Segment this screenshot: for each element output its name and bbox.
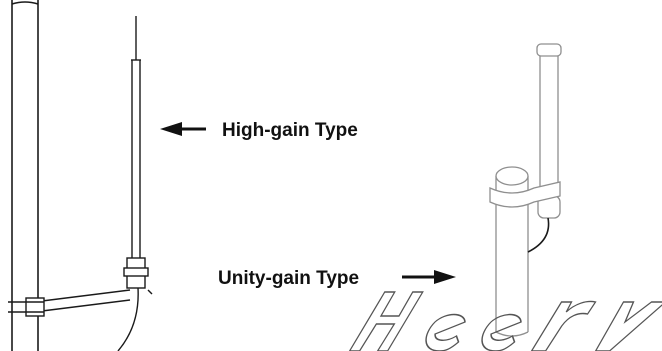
arrow-left-icon (160, 122, 206, 136)
high-gain-antenna (8, 16, 153, 351)
mast-pole (11, 0, 39, 351)
watermark (348, 291, 662, 351)
high-gain-label: High-gain Type (222, 120, 358, 141)
unity-gain-antenna (489, 43, 562, 337)
arrow-right-icon (402, 270, 456, 284)
unity-gain-label: Unity-gain Type (218, 268, 360, 289)
